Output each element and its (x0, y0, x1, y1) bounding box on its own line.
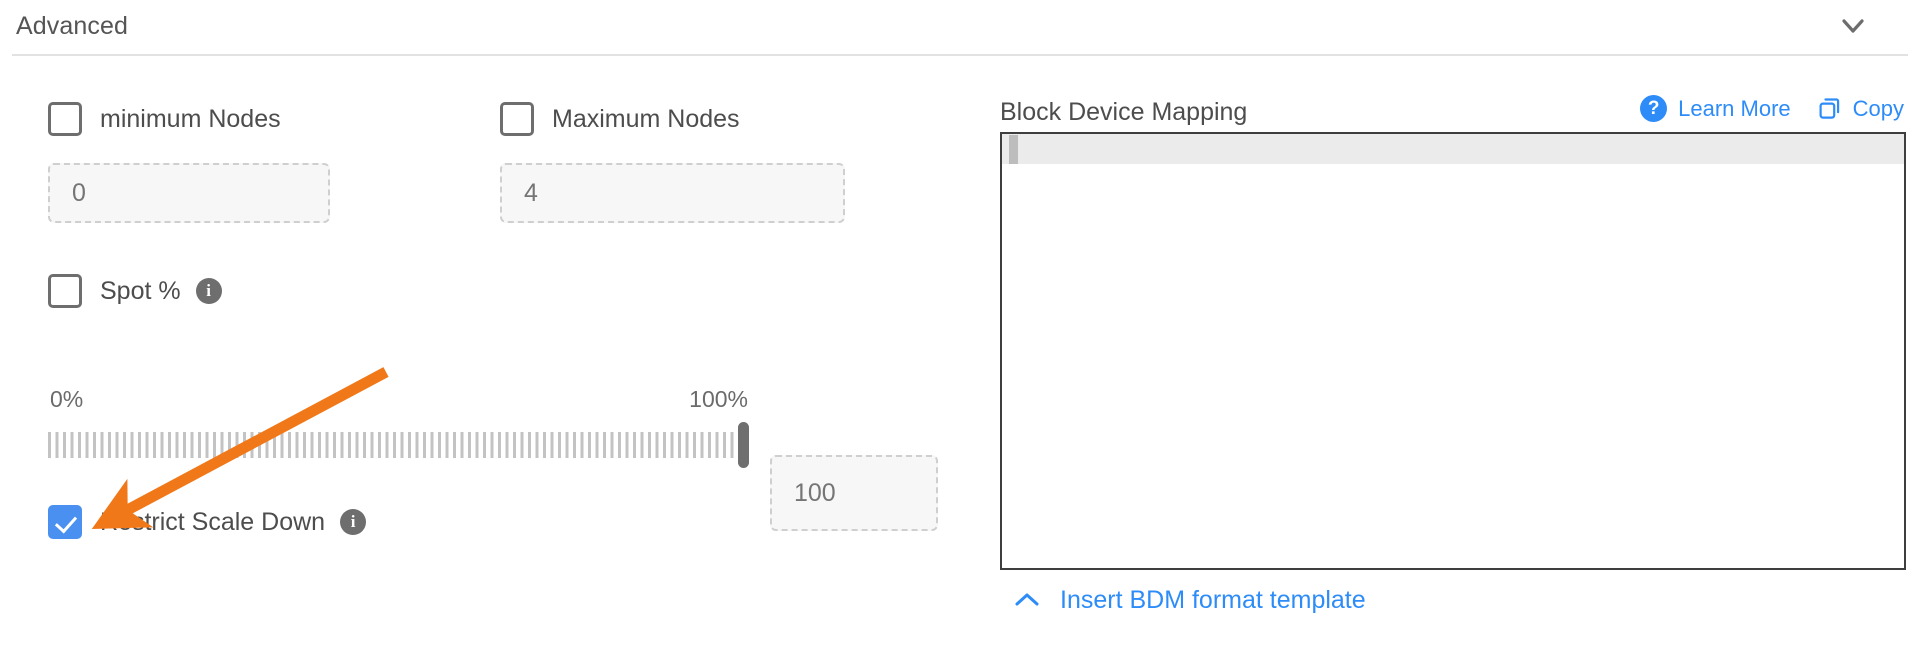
copy-label: Copy (1852, 95, 1904, 121)
advanced-section-header: Advanced (0, 0, 1920, 56)
maximum-nodes-label: Maximum Nodes (552, 105, 740, 133)
insert-bdm-template-label: Insert BDM format template (1060, 586, 1366, 614)
copy-button[interactable]: Copy (1817, 96, 1904, 122)
spot-percent-value-input[interactable] (770, 455, 938, 531)
maximum-nodes-checkbox[interactable] (500, 102, 534, 136)
chevron-down-icon[interactable] (1836, 10, 1870, 42)
maximum-nodes-input[interactable] (500, 163, 845, 223)
minimum-nodes-label: minimum Nodes (100, 105, 281, 133)
learn-more-link[interactable]: ? Learn More (1640, 95, 1791, 122)
learn-more-label: Learn More (1678, 95, 1791, 121)
insert-bdm-template-button[interactable]: Insert BDM format template (1014, 585, 1366, 615)
editor-active-line (1002, 134, 1904, 164)
slider-max-label: 100% (689, 386, 748, 412)
copy-icon (1819, 98, 1839, 119)
block-device-mapping-editor[interactable] (1000, 132, 1906, 570)
info-icon[interactable]: i (195, 278, 222, 304)
advanced-left-column: minimum Nodes Maximum Nodes Spot % i 0% … (0, 55, 950, 656)
spot-percent-label: Spot % (100, 277, 181, 305)
header-divider (12, 54, 1908, 56)
restrict-scale-down-checkbox-row[interactable]: Restrict Scale Down i (48, 505, 367, 539)
block-device-mapping-panel: Block Device Mapping ? Learn More Copy I… (1000, 55, 1920, 656)
minimum-nodes-checkbox-row[interactable]: minimum Nodes (48, 102, 281, 136)
minimum-nodes-input[interactable] (48, 163, 330, 223)
spot-percent-slider-thumb[interactable] (738, 422, 749, 468)
spot-percent-checkbox[interactable] (48, 274, 82, 308)
block-device-mapping-actions: ? Learn More Copy (1640, 95, 1904, 122)
restrict-scale-down-checkbox[interactable] (48, 505, 82, 539)
info-icon[interactable]: i (340, 509, 367, 535)
minimum-nodes-checkbox[interactable] (48, 102, 82, 136)
spot-percent-slider-group: 0% 100% (48, 385, 749, 475)
spot-percent-checkbox-row[interactable]: Spot % i (48, 274, 222, 308)
restrict-scale-down-label: Restrict Scale Down (100, 508, 326, 536)
chevron-up-icon (1015, 593, 1039, 606)
slider-min-label: 0% (50, 386, 84, 412)
spot-percent-slider-track[interactable] (48, 432, 748, 458)
question-circle-icon: ? (1640, 95, 1668, 122)
maximum-nodes-checkbox-row[interactable]: Maximum Nodes (500, 102, 740, 136)
page-title: Advanced (16, 12, 128, 40)
block-device-mapping-title: Block Device Mapping (1000, 98, 1248, 126)
editor-gutter-marker (1009, 135, 1018, 164)
